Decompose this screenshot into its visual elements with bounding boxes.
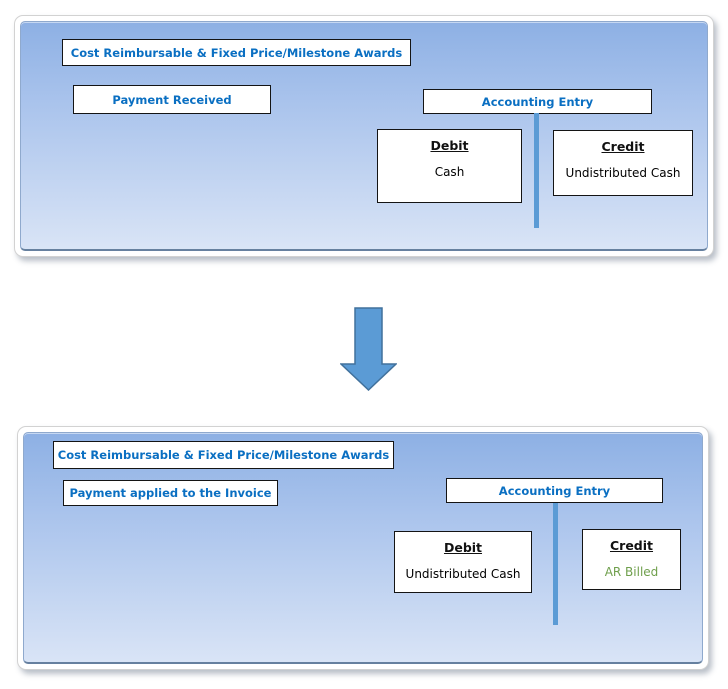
debit-box: Debit Undistributed Cash: [394, 531, 532, 593]
panel-title: Cost Reimbursable & Fixed Price/Mileston…: [62, 39, 411, 66]
debit-box: Debit Cash: [377, 129, 522, 203]
panel-title: Cost Reimbursable & Fixed Price/Mileston…: [53, 441, 394, 469]
debit-account: Undistributed Cash: [405, 567, 521, 581]
debit-heading: Debit: [430, 138, 469, 153]
event-box: Payment Received: [73, 85, 271, 114]
entry-divider-line: [534, 113, 539, 228]
payment-applied-panel: Cost Reimbursable & Fixed Price/Mileston…: [17, 426, 709, 670]
panel-background: Cost Reimbursable & Fixed Price/Mileston…: [23, 432, 703, 664]
payment-received-panel: Cost Reimbursable & Fixed Price/Mileston…: [14, 15, 714, 257]
entry-divider-line: [553, 503, 558, 625]
debit-account: Cash: [434, 165, 465, 179]
accounting-entry-box: Accounting Entry: [423, 89, 652, 114]
down-arrow-icon: [340, 307, 397, 391]
accounting-entry-box: Accounting Entry: [446, 478, 663, 503]
credit-heading: Credit: [609, 538, 654, 553]
credit-account: AR Billed: [604, 565, 659, 579]
credit-heading: Credit: [601, 139, 645, 154]
credit-account: Undistributed Cash: [565, 166, 681, 180]
credit-box: Credit Undistributed Cash: [553, 130, 693, 196]
event-box: Payment applied to the Invoice: [63, 480, 278, 506]
credit-box: Credit AR Billed: [582, 529, 681, 590]
debit-heading: Debit: [443, 540, 483, 555]
panel-background: Cost Reimbursable & Fixed Price/Mileston…: [20, 21, 708, 251]
